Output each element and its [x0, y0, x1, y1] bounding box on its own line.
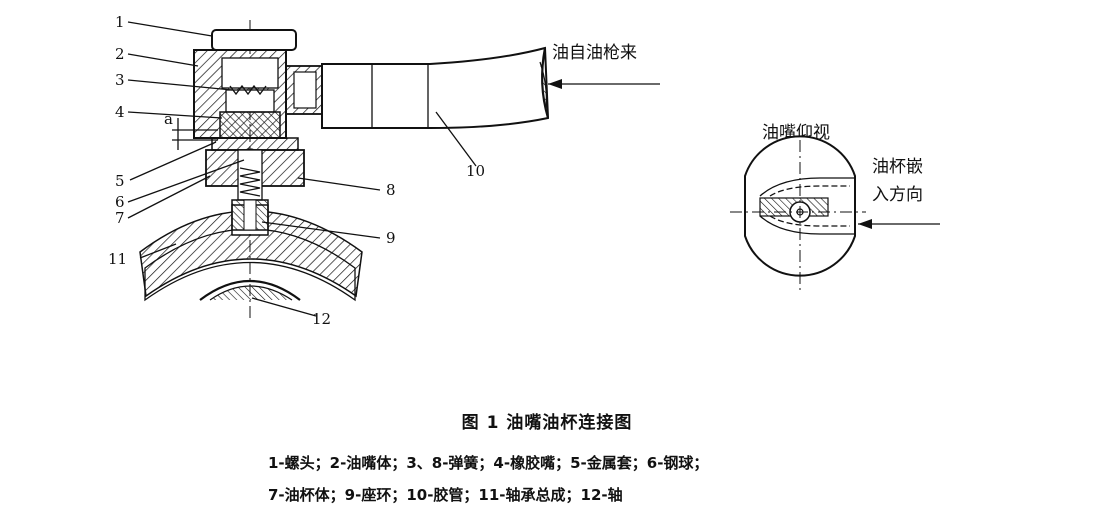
- legend-line-1: 1-螺头；2-油嘴体；3、8-弹簧；4-橡胶嘴；5-金属套；6-钢球；: [268, 454, 709, 472]
- leader-lines: [127, 21, 477, 317]
- legend-line-2: 7-油杯体；9-座环；10-胶管；11-轴承总成；12-轴: [268, 486, 623, 504]
- part-number-10: 10: [466, 162, 485, 180]
- part-number-8: 8: [386, 181, 396, 199]
- part-number-1: 1: [115, 13, 125, 31]
- nipple-bottom-view: 油嘴仰视 油杯嵌 入方向: [730, 123, 940, 292]
- insert-direction-line1: 油杯嵌: [872, 157, 923, 177]
- flow-label: 油自油枪来: [552, 43, 637, 63]
- part-number-5: 5: [115, 172, 125, 190]
- insert-direction-line2: 入方向: [872, 185, 923, 205]
- nipple-body: [172, 29, 305, 231]
- part-number-4: 4: [115, 103, 125, 121]
- part-number-12: 12: [312, 310, 331, 328]
- part-number-11: 11: [108, 250, 127, 268]
- part-number-2: 2: [115, 45, 125, 63]
- dimension-label-a: a: [164, 110, 173, 128]
- figure-caption: 图 1 油嘴油杯连接图: [461, 413, 633, 433]
- part-number-6: 6: [115, 193, 125, 211]
- hose: [285, 46, 660, 129]
- part-number-7: 7: [115, 209, 125, 227]
- part-number-3: 3: [115, 71, 125, 89]
- part-number-9: 9: [386, 229, 396, 247]
